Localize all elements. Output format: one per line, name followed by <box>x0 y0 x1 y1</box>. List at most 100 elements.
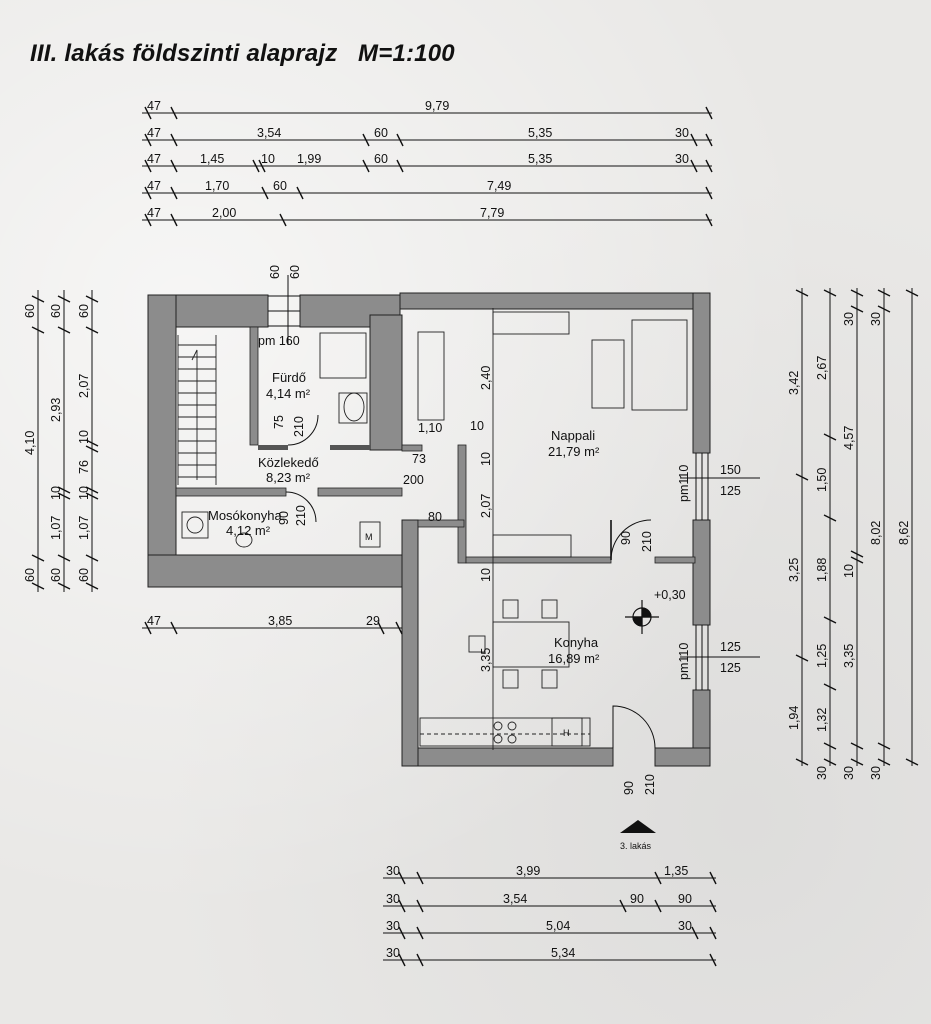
room-name-konyha: Konyha <box>554 635 599 650</box>
dim-label: 2,07 <box>479 494 493 518</box>
dim-label: 60 <box>49 568 63 582</box>
parapet-label: pm110 <box>677 465 691 502</box>
dim-label: 90 <box>622 781 636 795</box>
dim-label: 10 <box>77 430 91 444</box>
dim-label: 2,00 <box>212 206 236 220</box>
plan-title: III. lakás földszinti alaprajz M=1:100 <box>30 40 455 67</box>
sideboard-icon <box>492 311 570 335</box>
top-dimension-chains <box>142 106 713 227</box>
left-dimension-chains <box>31 290 99 592</box>
dim-label: 60 <box>23 568 37 582</box>
room-name-mosokonyha: Mosókonyha <box>208 508 282 523</box>
bottom-dimension-labels: 30 3,99 1,35 30 3,54 90 90 30 5,04 30 30… <box>386 864 692 960</box>
dim-label: 3,35 <box>479 648 493 672</box>
dim-label: 60 <box>23 304 37 318</box>
level-label: +0,30 <box>654 588 686 602</box>
dim-label: 3,54 <box>257 126 281 140</box>
dim-label: 47 <box>147 614 161 628</box>
room-name-nappali: Nappali <box>551 428 595 443</box>
dim-label: 1,35 <box>664 864 688 878</box>
entrance-arrow-icon <box>620 820 656 833</box>
dim-label: 47 <box>147 152 161 166</box>
room-area-mosokonyha: 4,12 m² <box>226 523 271 538</box>
dim-label: 60 <box>374 152 388 166</box>
entrance-label: 3. lakás <box>620 841 652 851</box>
dim-label: 5,35 <box>528 126 552 140</box>
dim-label: 4,57 <box>842 426 856 450</box>
dim-label: 90 <box>678 892 692 906</box>
dim-label: 200 <box>403 473 424 487</box>
dim-label: 30 <box>386 892 400 906</box>
plan-annotations: pm 160 60 60 75 210 1,10 10 73 200 80 90… <box>258 265 741 851</box>
fridge-label: H <box>563 728 570 738</box>
dim-label: 7,49 <box>487 179 511 193</box>
dim-label: 30 <box>815 766 829 780</box>
right-dimension-chains <box>795 288 919 766</box>
dim-label: 1,50 <box>815 468 829 492</box>
sofa-icon <box>631 319 688 411</box>
dim-label: 90 <box>277 511 291 525</box>
dim-label: 5,34 <box>551 946 575 960</box>
shelf-icon <box>417 331 445 421</box>
room-name-furdo: Fürdő <box>272 370 306 385</box>
dim-label: 30 <box>869 766 883 780</box>
parapet-label: pm 160 <box>258 334 300 348</box>
washing-machine-icon <box>181 511 209 539</box>
dim-label: 90 <box>630 892 644 906</box>
dim-label: 90 <box>619 531 633 545</box>
dim-label: 30 <box>386 864 400 878</box>
dim-label: 2,93 <box>49 398 63 422</box>
dim-label: 2,67 <box>815 356 829 380</box>
dim-label: 60 <box>77 304 91 318</box>
room-area-konyha: 16,89 m² <box>548 651 600 666</box>
dim-label: 60 <box>268 265 282 279</box>
dim-label: 60 <box>288 265 302 279</box>
dim-label: 10 <box>77 486 91 500</box>
dim-label: 75 <box>272 415 286 429</box>
dim-label: 10 <box>470 419 484 433</box>
dim-label: 125 <box>720 661 741 675</box>
bottom-left-dimension-labels: 47 3,85 29 <box>147 614 380 628</box>
dim-label: 30 <box>386 946 400 960</box>
dim-label: 3,99 <box>516 864 540 878</box>
dim-label: 3,54 <box>503 892 527 906</box>
dim-label: 1,10 <box>418 421 442 435</box>
dim-label: 210 <box>294 505 308 526</box>
bottom-dimension-chains <box>383 871 717 967</box>
dim-label: 60 <box>77 568 91 582</box>
windows <box>268 275 760 690</box>
sink-icon <box>343 392 365 422</box>
dim-label: 3,42 <box>787 371 801 395</box>
dim-label: 1,25 <box>815 644 829 668</box>
dim-label: 76 <box>77 460 91 474</box>
dim-label: 10 <box>261 152 275 166</box>
dim-label: 30 <box>675 152 689 166</box>
dim-label: 210 <box>292 416 306 437</box>
bottom-left-dimension-chain <box>142 621 403 635</box>
dim-label: 8,62 <box>897 521 911 545</box>
room-area-furdo: 4,14 m² <box>266 386 311 401</box>
top-dimension-labels: 47 9,79 47 3,54 60 5,35 30 47 1,45 10 1,… <box>147 99 689 220</box>
bathroom-sink-counter <box>338 392 368 424</box>
dim-label: 47 <box>147 126 161 140</box>
dim-label: 4,10 <box>23 431 37 455</box>
dim-label: 1,07 <box>77 516 91 540</box>
dim-label: 60 <box>273 179 287 193</box>
walls <box>147 292 711 767</box>
dim-label: 10 <box>479 568 493 582</box>
room-area-kozlekedo: 8,23 m² <box>266 470 311 485</box>
dim-label: 1,99 <box>297 152 321 166</box>
dim-label: 30 <box>842 766 856 780</box>
room-labels: Fürdő 4,14 m² Közlekedő 8,23 m² Mosókony… <box>208 370 600 666</box>
dim-label: 10 <box>842 564 856 578</box>
dim-label: 2,07 <box>77 374 91 398</box>
room-area-nappali: 21,79 m² <box>548 444 600 459</box>
kitchen-counter-icon <box>419 717 591 747</box>
dim-label: 2,40 <box>479 366 493 390</box>
level-marker-icon <box>625 600 659 634</box>
dim-label: 1,94 <box>787 706 801 730</box>
dim-label: 10 <box>479 452 493 466</box>
dim-label: 30 <box>386 919 400 933</box>
dim-label: 3,35 <box>842 644 856 668</box>
dim-label: 30 <box>869 312 883 326</box>
